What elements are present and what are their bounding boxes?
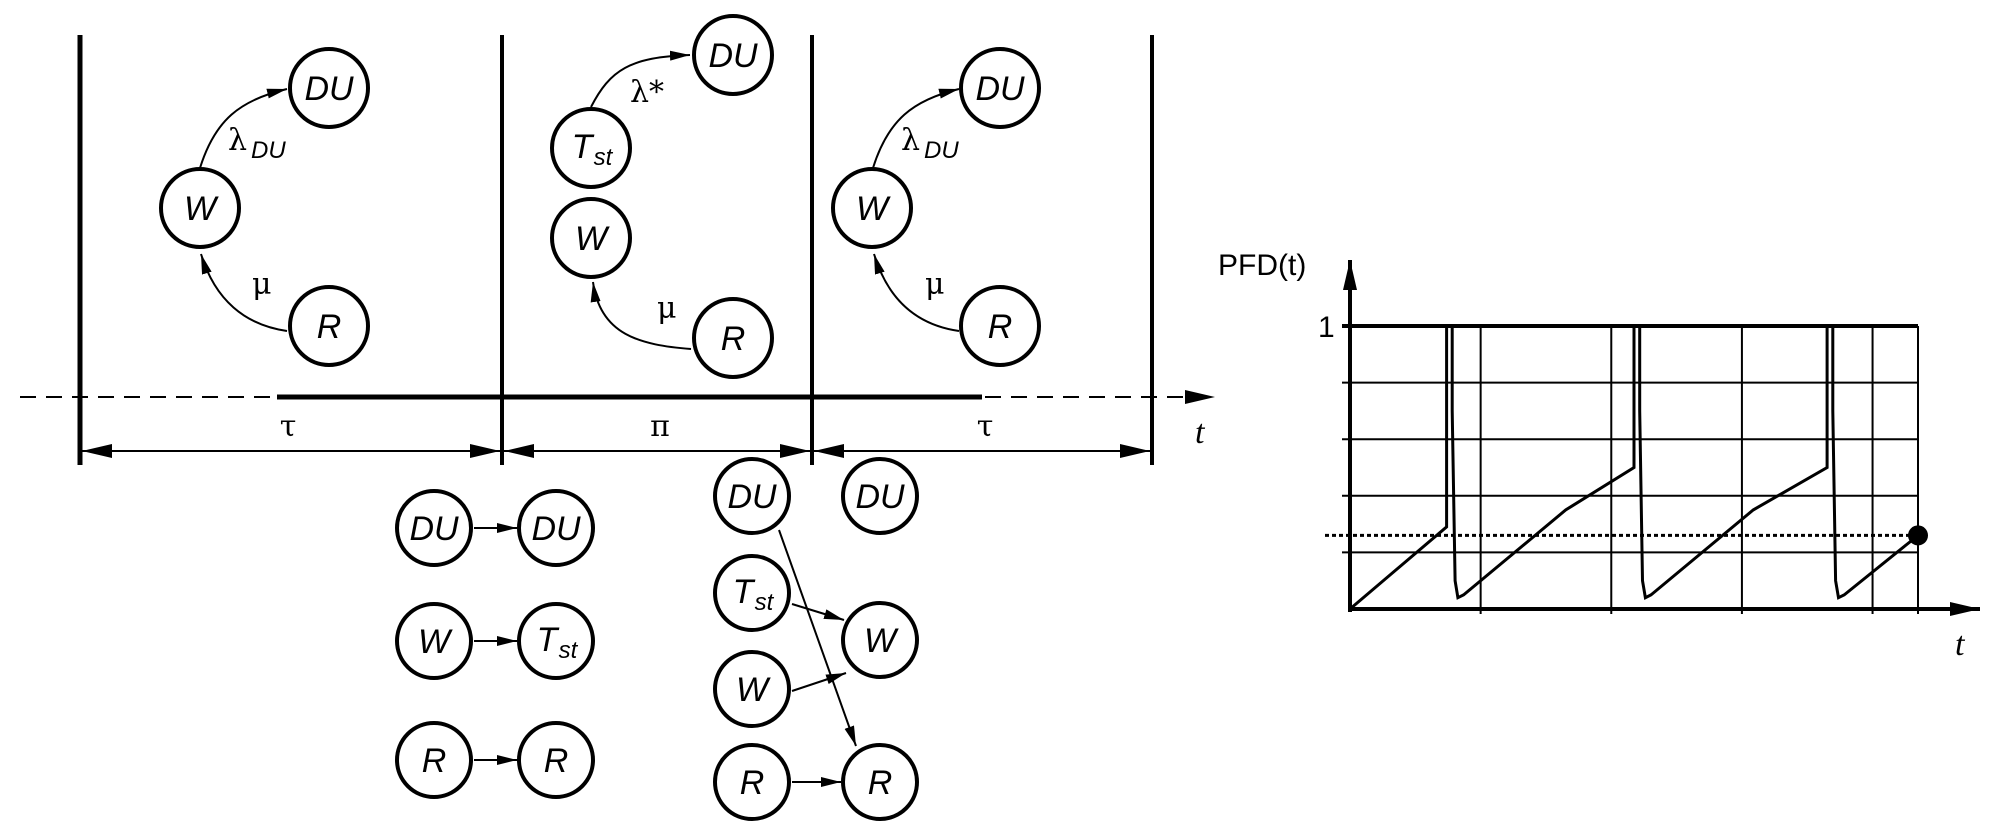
state-label: W	[184, 190, 219, 228]
state-label: W	[856, 190, 891, 228]
state-label: R	[988, 308, 1013, 346]
state-tst[interactable]: T st	[550, 107, 632, 189]
state-tst-after[interactable]: T st	[517, 602, 595, 680]
mapping-arrow-du-r	[778, 529, 857, 747]
state-label: W	[575, 220, 610, 258]
phase-operation-1: λ DU μ DU W R	[159, 47, 370, 367]
transition-r-to-w	[200, 253, 288, 332]
state-label-sub: st	[755, 589, 775, 616]
state-label: DU	[304, 70, 354, 108]
mapping-arrow-w-w	[791, 672, 847, 692]
state-du[interactable]: DU	[959, 47, 1041, 129]
rate-label-lambda-sub: DU	[924, 137, 959, 164]
state-label: W	[418, 623, 453, 661]
pfd-chart: PFD(t) 1 t	[1218, 249, 1980, 663]
state-du-after[interactable]: DU	[841, 457, 919, 535]
state-w[interactable]: W	[831, 167, 913, 249]
chart-grid	[1342, 324, 1919, 614]
state-r-before[interactable]: R	[713, 743, 791, 821]
state-r-before[interactable]: R	[395, 721, 473, 799]
state-w[interactable]: W	[550, 197, 632, 279]
phase-operation-2: λ DU μ DU W R	[831, 47, 1041, 367]
state-label: DU	[975, 70, 1025, 108]
rate-label-lambda-star: λ*	[630, 75, 664, 110]
state-du-before[interactable]: DU	[713, 457, 791, 535]
state-w-before[interactable]: W	[395, 602, 473, 680]
state-label: T	[572, 128, 595, 166]
state-r-after[interactable]: R	[841, 743, 919, 821]
state-label: R	[868, 764, 893, 802]
rate-label-mu: μ	[252, 267, 272, 302]
y-tick-label-1: 1	[1318, 311, 1335, 344]
state-label: W	[864, 622, 899, 660]
state-r[interactable]: R	[959, 285, 1041, 367]
state-label-sub: st	[559, 637, 579, 664]
state-r-after[interactable]: R	[517, 721, 595, 799]
endpoint-marker	[1908, 525, 1928, 546]
state-tst-before[interactable]: T st	[713, 554, 791, 632]
state-label: DU	[409, 510, 459, 548]
duration-label-tau-1: τ	[280, 409, 297, 444]
state-w-after[interactable]: W	[841, 601, 919, 679]
transition-w-to-du	[199, 88, 288, 169]
state-label: R	[317, 308, 342, 346]
rate-label-mu: μ	[657, 291, 677, 326]
state-label: R	[740, 764, 765, 802]
state-du-before[interactable]: DU	[395, 489, 473, 567]
mapping-start-of-test: DU DU W T st R R	[395, 489, 595, 799]
transition-r-to-w	[873, 253, 960, 332]
state-w[interactable]: W	[159, 167, 241, 249]
rate-label-mu: μ	[925, 267, 945, 302]
state-label-sub: st	[594, 144, 614, 171]
state-label: W	[736, 671, 771, 709]
y-axis-label: PFD(t)	[1218, 249, 1306, 282]
state-label: DU	[531, 510, 581, 548]
rate-label-lambda-sub: DU	[251, 137, 286, 164]
rate-label-lambda: λ	[228, 123, 247, 158]
state-label: DU	[708, 37, 758, 75]
transition-tst-to-du	[590, 50, 691, 108]
mapping-end-of-test: DU DU T st W W R R	[713, 457, 919, 821]
state-du[interactable]: DU	[288, 47, 370, 129]
state-label: R	[422, 742, 447, 780]
state-label: DU	[855, 478, 905, 516]
phase-test: λ* μ DU T st W R	[550, 14, 774, 379]
duration-label-pi: π	[650, 409, 670, 444]
state-r[interactable]: R	[288, 285, 370, 367]
state-label: R	[544, 742, 569, 780]
rate-label-lambda: λ	[901, 123, 920, 158]
state-du[interactable]: DU	[692, 14, 774, 96]
transition-w-to-du	[872, 88, 960, 169]
state-label: R	[721, 320, 746, 358]
series-line-pfd	[1349, 324, 1919, 611]
state-du-after[interactable]: DU	[517, 489, 595, 567]
state-label: T	[537, 621, 560, 659]
state-r[interactable]: R	[692, 297, 774, 379]
transition-r-to-w	[590, 281, 692, 350]
timeline-t-label: t	[1195, 414, 1206, 451]
x-axis-label: t	[1955, 626, 1966, 663]
state-label: DU	[727, 478, 777, 516]
mapping-arrow-tst-w	[791, 603, 845, 621]
duration-label-tau-2: τ	[977, 409, 994, 444]
state-label: T	[733, 573, 756, 611]
state-w-before[interactable]: W	[713, 650, 791, 728]
